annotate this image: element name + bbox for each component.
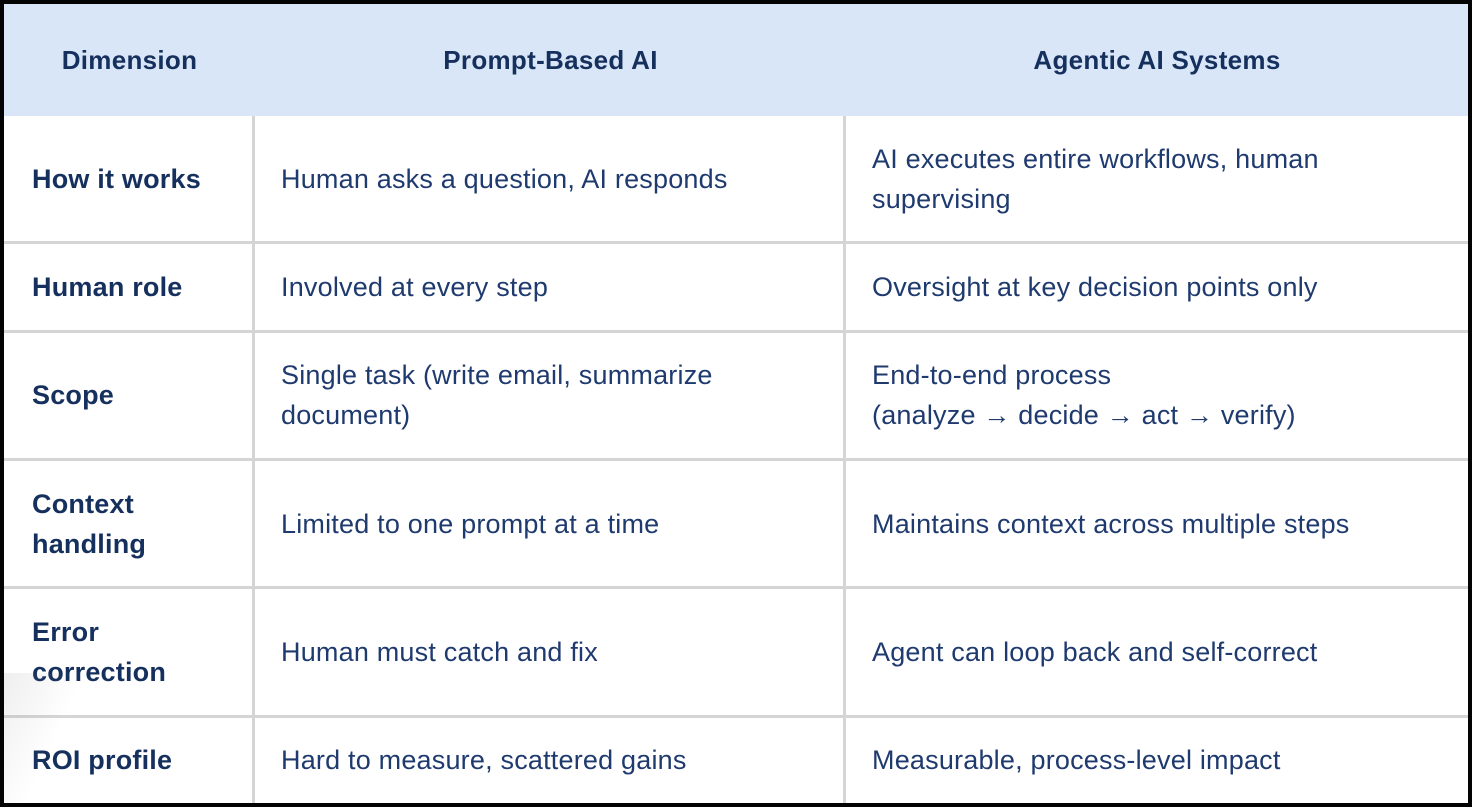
column-header-prompt-based-ai: Prompt-Based AI [443,44,658,75]
cell-prompt-based: Hard to measure, scattered gains [255,717,846,803]
table-row: Error correction Human must catch and fi… [4,586,1468,715]
column-header-dimension: Dimension [61,44,198,75]
row-label-context-handling: Context handling [4,460,255,587]
row-label-scope: Scope [4,332,255,458]
table-row: Human role Involved at every step Oversi… [4,241,1468,330]
cell-prompt-based: Involved at every step [255,244,846,330]
table-row: ROI profile Hard to measure, scattered g… [4,714,1468,803]
cell-prompt-based: Human asks a question, AI responds [255,116,846,242]
table-row: How it works Human asks a question, AI r… [4,116,1468,242]
row-label-how-it-works: How it works [4,116,255,242]
row-label-roi-profile: ROI profile [4,717,255,803]
cell-agentic: Agent can loop back and self-correct [872,636,1318,667]
cell-agentic: Measurable, process-level impact [872,745,1281,776]
column-header-agentic-ai-systems: Agentic AI Systems [1033,44,1281,75]
cell-prompt-based: Human must catch and fix [255,589,846,715]
table-row: Scope Single task (write email, summariz… [4,329,1468,458]
cell-agentic: End-to-end process (analyze → decide → a… [872,360,1296,431]
cell-agentic: AI executes entire workflows, human supe… [872,143,1319,214]
cell-prompt-based: Single task (write email, summarize docu… [255,332,846,458]
cell-agentic: Maintains context across multiple steps [872,508,1350,539]
table-row: Context handling Limited to one prompt a… [4,457,1468,587]
cell-agentic: Oversight at key decision points only [872,271,1318,302]
cell-prompt-based: Limited to one prompt at a time [255,460,846,587]
row-label-error-correction: Error correction [4,589,255,715]
row-label-human-role: Human role [4,244,255,330]
table-header-row: Dimension Prompt-Based AI Agentic AI Sys… [4,4,1468,116]
